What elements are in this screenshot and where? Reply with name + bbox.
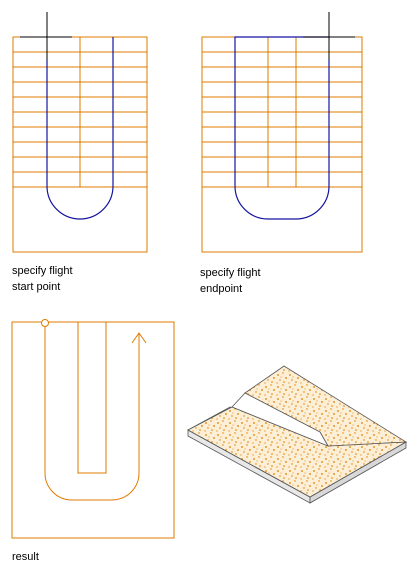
caption-result: result — [12, 549, 39, 565]
arrowhead-icon — [131, 332, 147, 344]
panel-result — [11, 319, 175, 539]
caption-line: specify flight — [200, 267, 261, 279]
caption-line: start point — [12, 281, 61, 293]
crosshair-icon — [303, 12, 355, 60]
isometric-stair-view — [187, 365, 408, 504]
caption-line: result — [12, 551, 39, 563]
panel-endpoint — [201, 12, 363, 253]
stair-outline — [201, 36, 363, 253]
caption-endpoint: specify flight endpoint — [200, 265, 261, 297]
caption-line: specify flight — [12, 265, 73, 277]
circle-marker-icon — [41, 319, 49, 327]
flight-path-line — [234, 36, 330, 220]
u-stair-outline — [11, 321, 175, 539]
walk-line — [44, 327, 140, 501]
slab-notch-gap — [231, 392, 329, 447]
panel-start-point — [12, 12, 148, 253]
tread-lines — [13, 37, 147, 188]
caption-line: endpoint — [200, 283, 243, 295]
flight-path-line — [46, 37, 114, 220]
crosshair-icon — [20, 12, 72, 60]
tread-lines — [202, 37, 362, 188]
u-stair-outline — [11, 321, 175, 539]
caption-start-point: specify flight start point — [12, 263, 73, 295]
